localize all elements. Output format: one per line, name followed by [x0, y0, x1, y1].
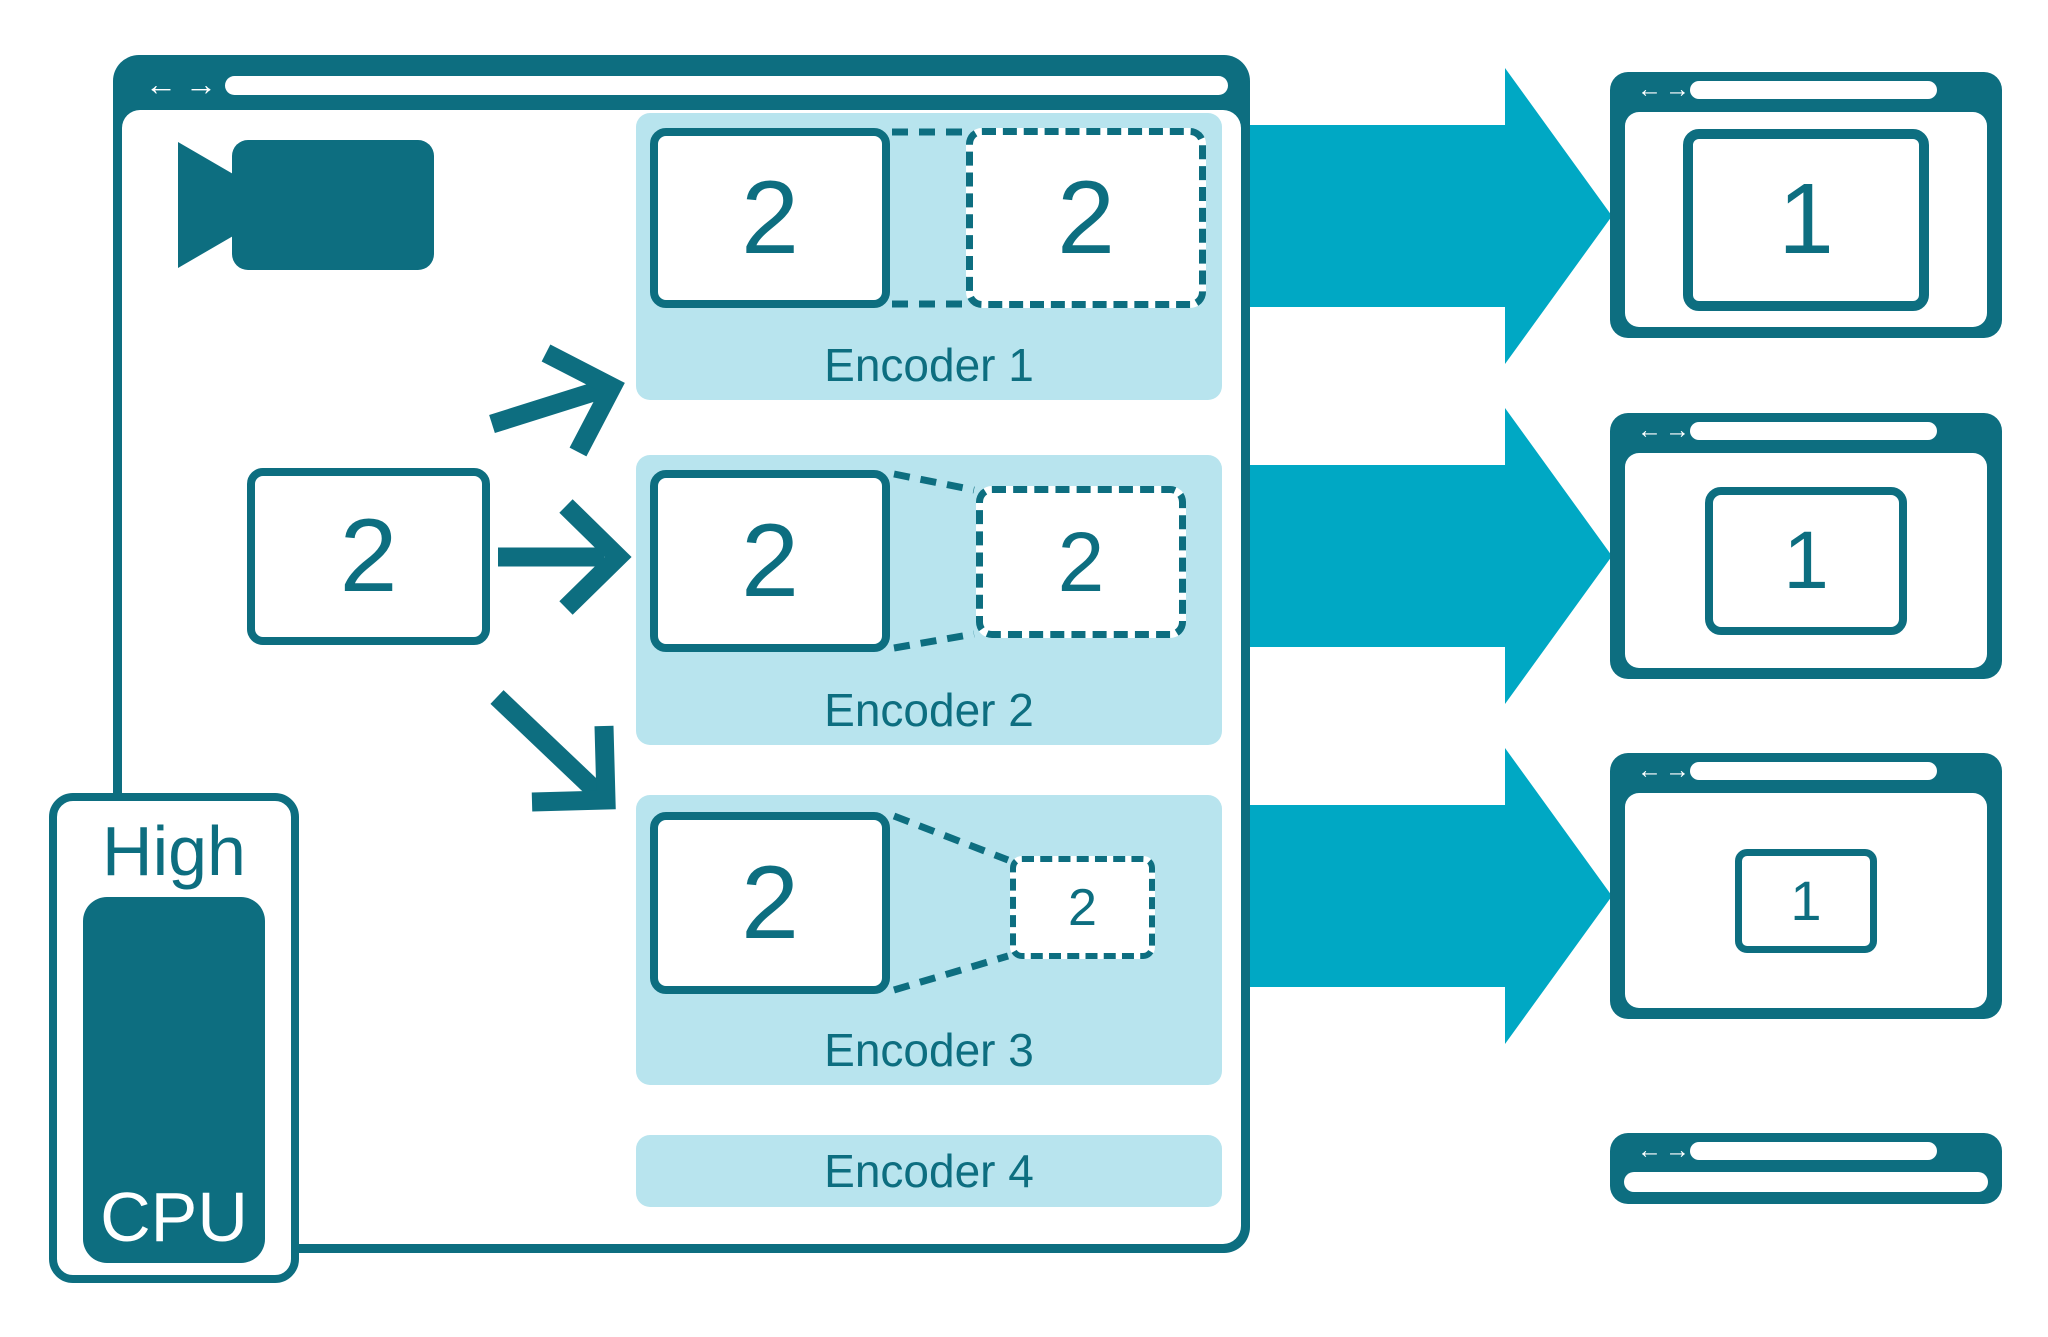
viewer3-video-value: 1: [1790, 869, 1822, 932]
forward-icon[interactable]: →: [1665, 756, 1690, 784]
source-frame-box: 2: [247, 468, 490, 645]
viewer-window-1: ← → 1: [1610, 72, 2002, 338]
forward-icon[interactable]: →: [185, 66, 217, 102]
back-icon[interactable]: ←: [1637, 756, 1662, 784]
cpu-gauge-unit-label: CPU: [100, 1178, 248, 1256]
viewer1-video-box: 1: [1683, 128, 1929, 311]
encoder3-label: Encoder 3: [824, 1024, 1034, 1076]
encoder1-input-value: 2: [741, 159, 799, 276]
back-icon[interactable]: ←: [1637, 75, 1662, 103]
viewer-window-2: ← → 1: [1610, 413, 2002, 679]
viewer-window-3: ← → 1: [1610, 753, 2002, 1019]
encoder1-label: Encoder 1: [824, 339, 1034, 391]
encoder3-output-box: 2: [1010, 856, 1155, 959]
back-icon[interactable]: ←: [145, 66, 177, 102]
encoder1-output-box: 2: [966, 128, 1206, 308]
viewer-window-4-collapsed: ← →: [1610, 1133, 2002, 1204]
encoder2-label: Encoder 2: [824, 684, 1034, 736]
encoder3-input-value: 2: [741, 844, 799, 961]
back-icon[interactable]: ←: [1637, 1136, 1662, 1164]
encoder3-input-box: 2: [650, 812, 890, 994]
encoder2-input-box: 2: [650, 470, 890, 652]
forward-icon[interactable]: →: [1665, 75, 1690, 103]
viewer3-video-box: 1: [1735, 848, 1877, 953]
viewer1-content: 1: [1625, 112, 1987, 327]
encoder1-input-box: 2: [650, 128, 890, 308]
forward-icon[interactable]: →: [1665, 416, 1690, 444]
stream-arrow-1: [1250, 68, 1612, 364]
cpu-gauge-fill: CPU: [83, 897, 265, 1263]
viewer2-content: 1: [1625, 453, 1987, 668]
encoder2-output-value: 2: [1057, 514, 1105, 609]
url-bar[interactable]: [1690, 1142, 1937, 1160]
cpu-gauge: High CPU: [49, 793, 299, 1283]
url-bar[interactable]: [1690, 762, 1937, 780]
encoder1-output-value: 2: [1057, 159, 1115, 276]
viewer3-content: 1: [1625, 793, 1987, 1008]
url-bar[interactable]: [225, 76, 1228, 95]
viewer4-content-strip: [1624, 1172, 1988, 1192]
encoder2-output-box: 2: [976, 486, 1186, 638]
back-icon[interactable]: ←: [1637, 416, 1662, 444]
url-bar[interactable]: [1690, 81, 1937, 99]
encoder2-input-value: 2: [741, 502, 799, 619]
source-frame-value: 2: [339, 498, 398, 614]
encoder3-output-value: 2: [1068, 878, 1097, 937]
forward-icon[interactable]: →: [1665, 1136, 1690, 1164]
encoder4-label: Encoder 4: [824, 1145, 1034, 1197]
viewer2-video-box: 1: [1705, 486, 1907, 635]
encoder4-panel: Encoder 4: [636, 1135, 1222, 1207]
cpu-gauge-level-label: High: [102, 812, 246, 890]
viewer1-video-value: 1: [1778, 163, 1834, 275]
url-bar[interactable]: [1690, 422, 1937, 440]
stream-arrow-3: [1250, 748, 1612, 1044]
stream-arrow-2: [1250, 408, 1612, 704]
viewer2-video-value: 1: [1783, 514, 1829, 606]
